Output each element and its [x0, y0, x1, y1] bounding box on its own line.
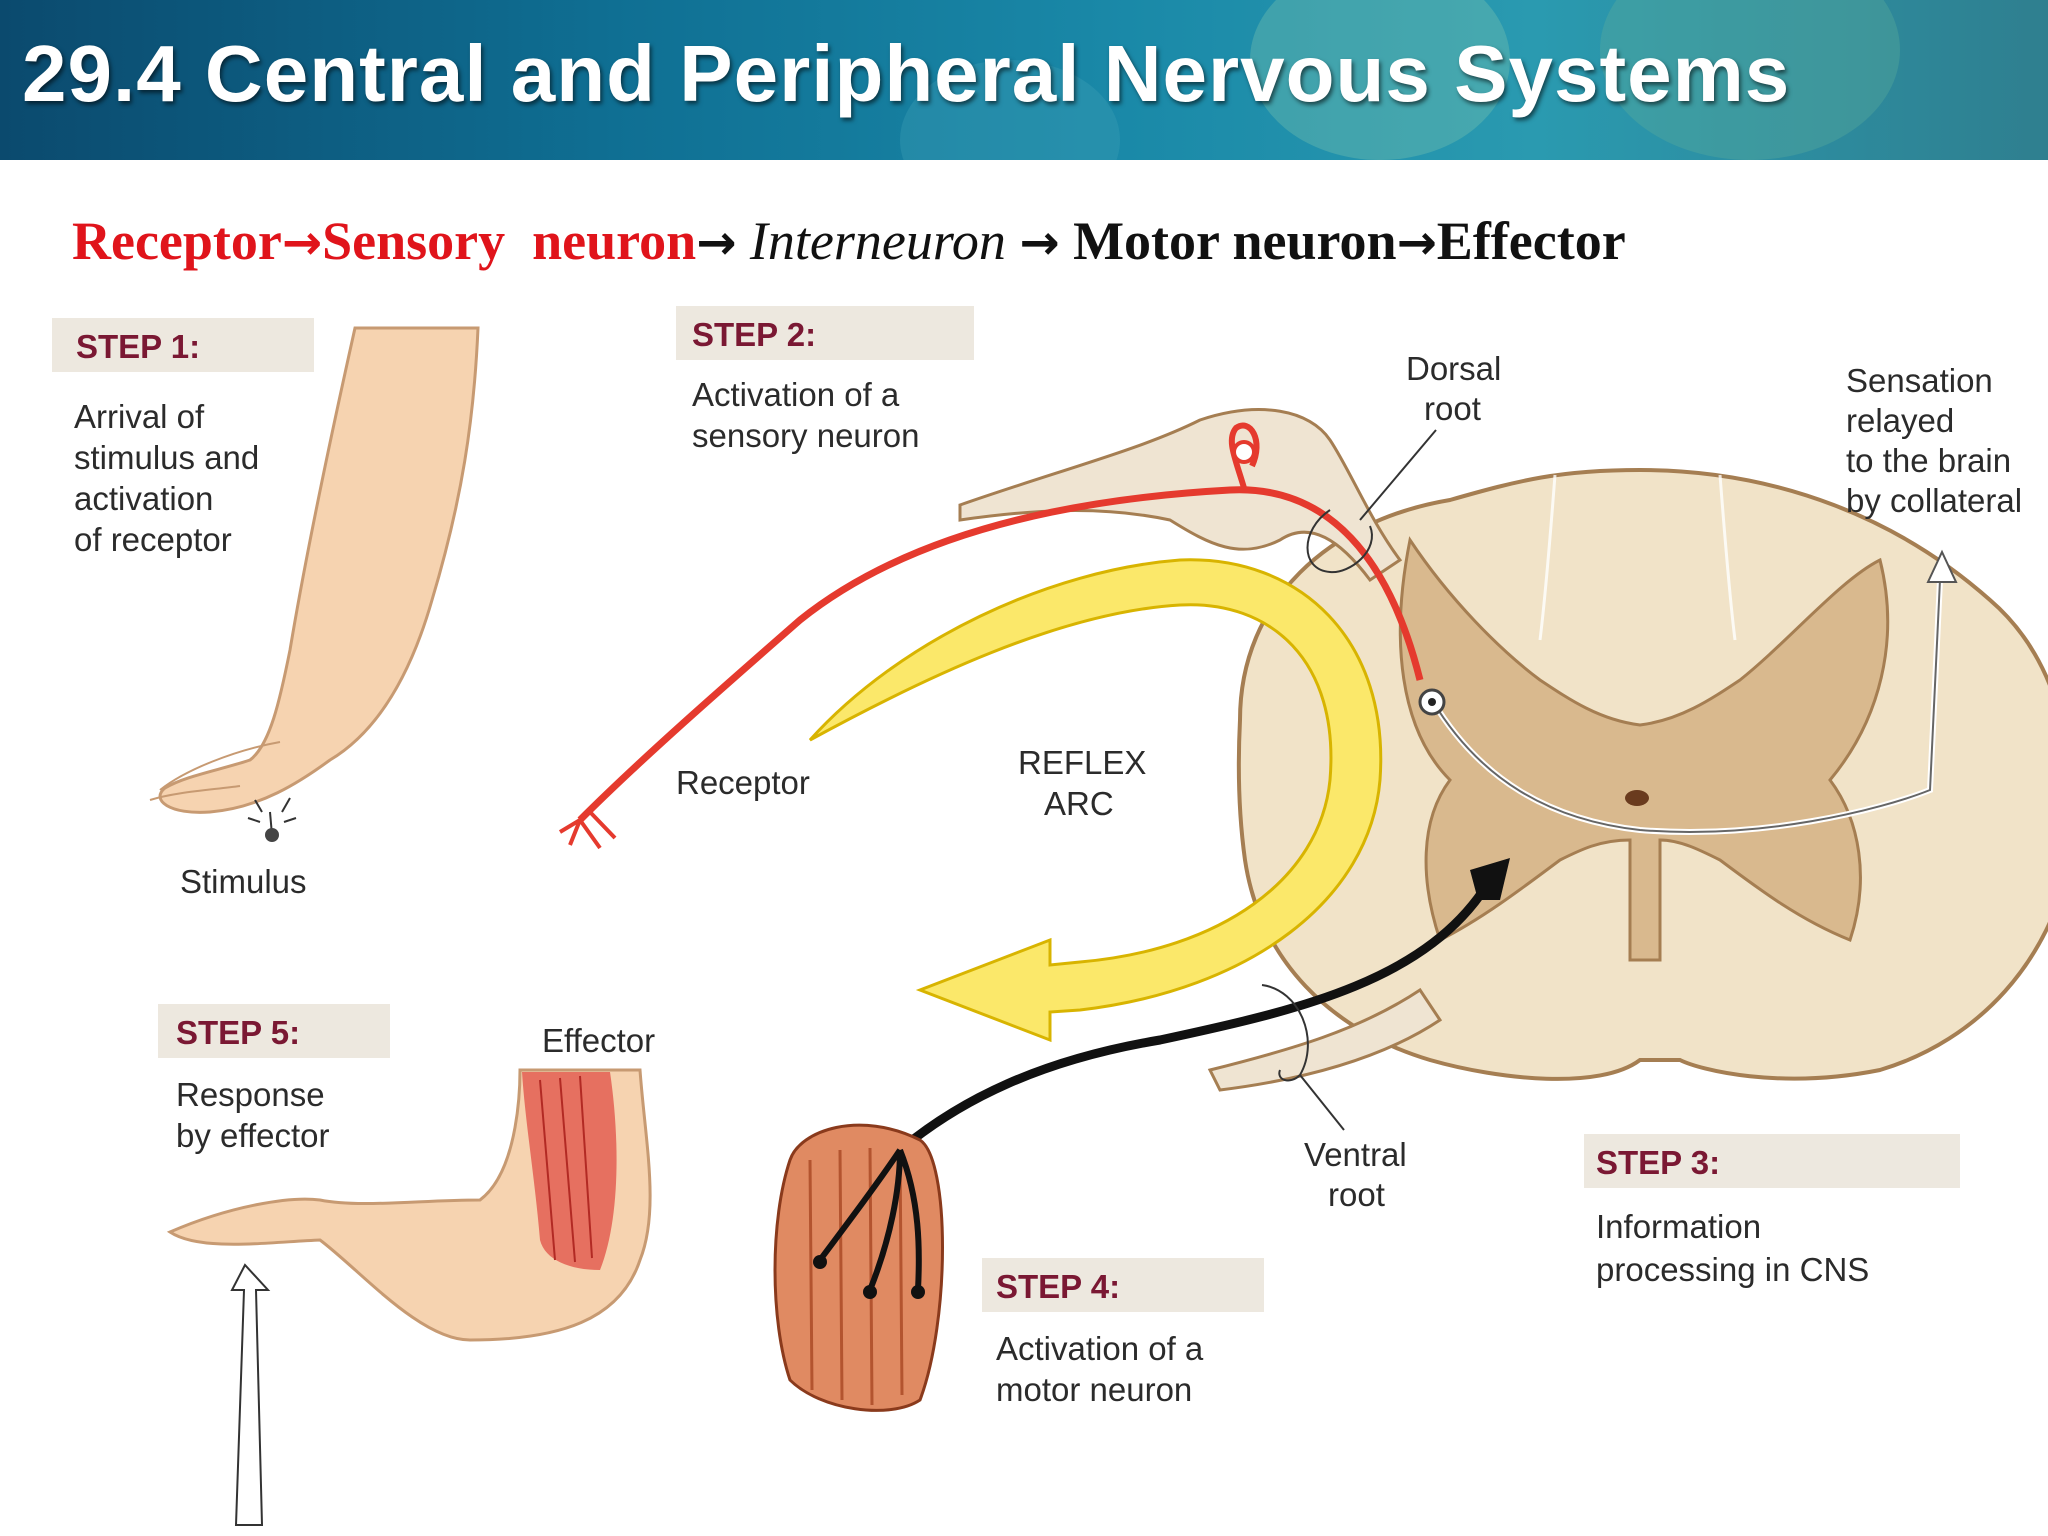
step-label: STEP 3:	[1596, 1144, 1720, 1181]
flow-arrow: →	[1019, 215, 1060, 271]
step-text: Information	[1596, 1208, 1761, 1245]
reflex-arc-label: REFLEX	[1018, 744, 1146, 781]
step-label-box	[982, 1258, 1264, 1312]
step-1: STEP 1: Arrival of stimulus and activati…	[52, 318, 314, 558]
stimulus-label: Stimulus	[180, 863, 307, 900]
arm-stimulus-illustration	[149, 326, 480, 842]
reflex-arc-diagram: STEP 1: Arrival of stimulus and activati…	[52, 306, 2048, 1526]
motor-neuron	[897, 877, 1494, 1154]
flow-arrow: →	[696, 215, 737, 271]
flow-effector: Effector	[1436, 211, 1626, 271]
ventral-root-label: Ventral	[1304, 1136, 1407, 1173]
stimulus-point	[265, 828, 279, 842]
reflex-flow-sequence: Receptor→Sensory neuron→ Interneuron → M…	[72, 210, 1626, 272]
step-4: STEP 4: Activation of a motor neuron	[982, 1258, 1264, 1408]
ventral-root-pointer	[1299, 1074, 1345, 1131]
step-label-box	[676, 306, 974, 360]
step-label: STEP 1:	[76, 328, 200, 365]
sensation-label: to the brain	[1846, 442, 2011, 479]
step-text: activation	[74, 480, 213, 517]
ventral-root-label: root	[1328, 1176, 1385, 1213]
step-text: Response	[176, 1076, 325, 1113]
step-text: processing in CNS	[1596, 1251, 1869, 1288]
step-3: STEP 3: Information processing in CNS	[1584, 1134, 1960, 1288]
dorsal-root-label: root	[1424, 390, 1481, 427]
forearm-effector-illustration	[166, 1068, 652, 1526]
step-2: STEP 2: Activation of a sensory neuron	[676, 306, 974, 454]
muscle-bundle	[773, 1123, 944, 1412]
step-text: by effector	[176, 1117, 329, 1154]
reflex-arc-label: ARC	[1044, 785, 1114, 822]
flow-arrow: →	[1396, 215, 1437, 271]
flow-sensory-neuron: Sensory neuron	[322, 211, 697, 271]
flow-motor-neuron: Motor neuron	[1073, 211, 1397, 271]
receptor-label: Receptor	[676, 764, 810, 801]
step-text: sensory neuron	[692, 417, 919, 454]
step-text: motor neuron	[996, 1371, 1192, 1408]
collateral-arrowhead	[1926, 549, 1958, 583]
effector-muscle	[522, 1072, 617, 1270]
flow-receptor: Receptor	[72, 211, 282, 271]
dorsal-root-pointer	[1359, 429, 1437, 521]
step-text: stimulus and	[74, 439, 259, 476]
banner-decoration	[1250, 0, 1510, 160]
step-label-box	[158, 1004, 390, 1058]
reflex-arc-arrow	[808, 558, 1383, 1043]
sensation-label: relayed	[1846, 402, 1954, 439]
step-label-box	[52, 318, 314, 372]
sensation-label: by collateral	[1846, 482, 2022, 519]
dorsal-root-label: Dorsal	[1406, 350, 1501, 387]
step-label-box	[1584, 1134, 1960, 1188]
step-label: STEP 5:	[176, 1014, 300, 1051]
motor-cell-body	[1470, 858, 1510, 900]
receptor-endings	[558, 810, 617, 850]
step-5: STEP 5: Response by effector	[158, 1004, 390, 1154]
response-arrow	[230, 1263, 271, 1526]
step-text: Activation of a	[996, 1330, 1204, 1367]
step-text: Arrival of	[74, 398, 205, 435]
step-text: of receptor	[74, 521, 232, 558]
sensation-label: Sensation	[1846, 362, 1993, 399]
flow-interneuron: Interneuron	[749, 211, 1006, 271]
step-label: STEP 2:	[692, 316, 816, 353]
step-label: STEP 4:	[996, 1268, 1120, 1305]
effector-label: Effector	[542, 1022, 655, 1059]
sensory-neuron	[577, 486, 1424, 823]
sensory-cell-body	[1232, 440, 1256, 464]
header-banner: 29.4 Central and Peripheral Nervous Syst…	[0, 0, 2048, 160]
page-title: 29.4 Central and Peripheral Nervous Syst…	[22, 29, 1791, 118]
flow-arrow: →	[281, 215, 323, 271]
step-text: Activation of a	[692, 376, 900, 413]
